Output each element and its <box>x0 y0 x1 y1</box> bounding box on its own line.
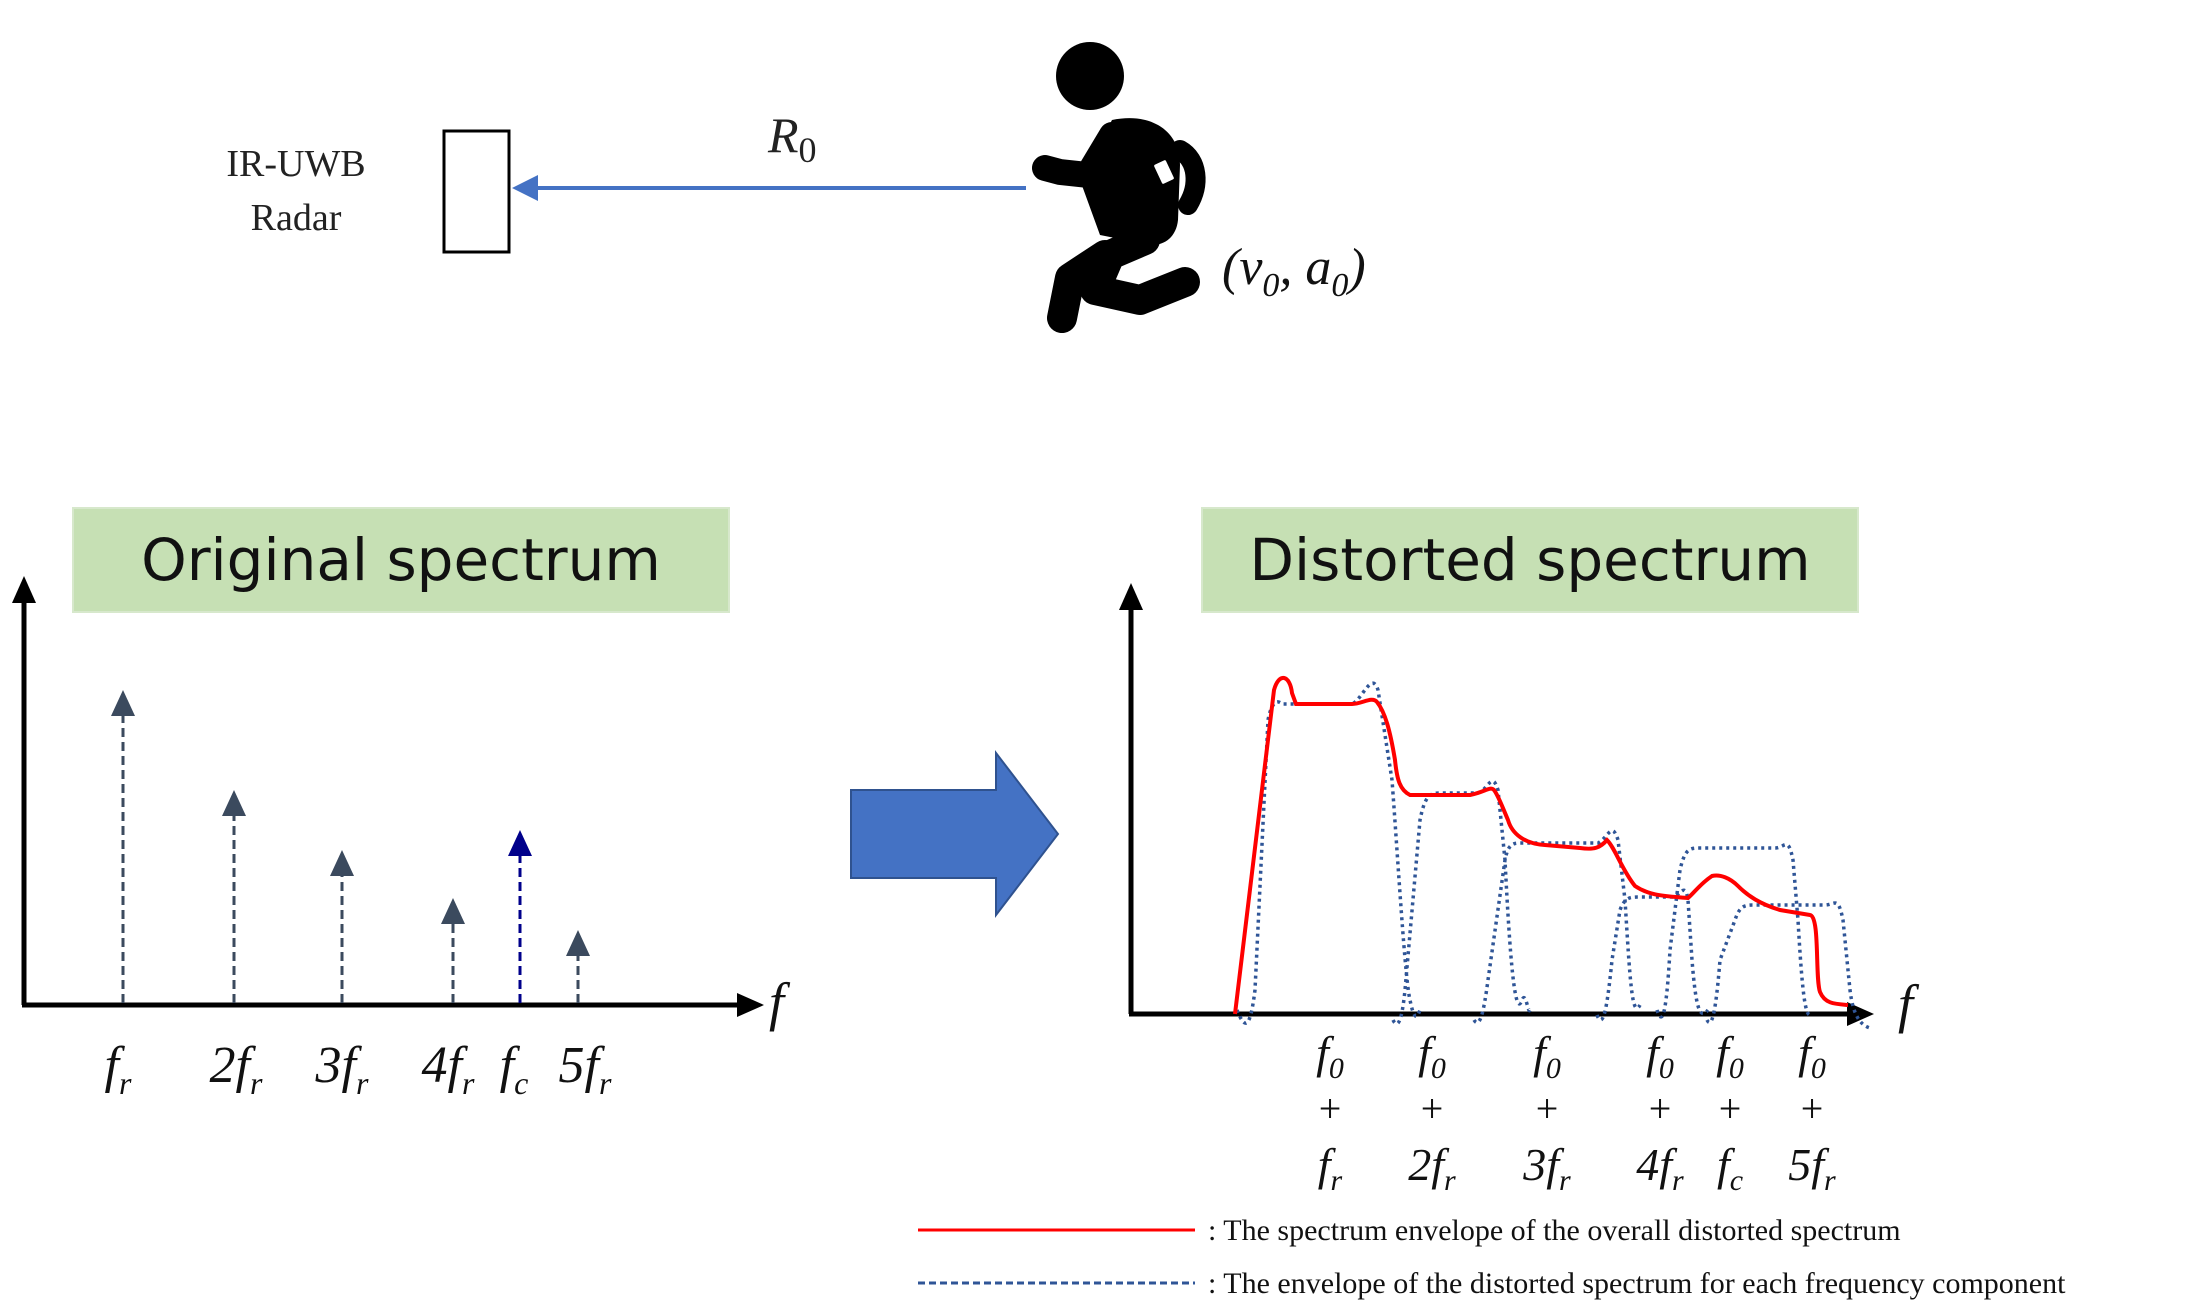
svg-text:f0: f0 <box>1646 1027 1674 1085</box>
original-x-arrowhead <box>737 993 764 1017</box>
svg-text:f0: f0 <box>1798 1027 1826 1085</box>
range-arrow-head <box>512 175 538 201</box>
distorted-title-box <box>1201 507 1859 613</box>
distorted-tick-label-1: f0+ fr <box>1316 1027 1344 1197</box>
svg-text:f0: f0 <box>1533 1027 1561 1085</box>
original-tick-label-3: 3fr <box>315 1037 369 1101</box>
svg-text:f0: f0 <box>1716 1027 1744 1085</box>
original-stem-head-1 <box>111 690 135 716</box>
legend-dashed-label: : The envelope of the distorted spectrum… <box>1208 1267 2066 1300</box>
original-tick-label-6: 5fr <box>559 1037 612 1101</box>
original-stem-head-2 <box>222 790 246 816</box>
transition-arrow <box>850 750 1060 918</box>
original-stem-head-5 <box>508 830 532 856</box>
original-title: Original spectrum <box>141 526 661 594</box>
legend-solid-label: : The spectrum envelope of the overall d… <box>1208 1214 1901 1247</box>
component-envelope-curve <box>1235 681 1871 1030</box>
original-title-box <box>72 507 730 613</box>
svg-text:4fr: 4fr <box>1636 1139 1684 1197</box>
original-tick-labels: fr 2fr 3fr 4fr fc 5fr <box>105 1037 612 1101</box>
svg-text:3fr: 3fr <box>1522 1139 1571 1197</box>
radar-label-line1: IR-UWB <box>226 143 365 185</box>
distorted-y-arrowhead <box>1119 583 1143 610</box>
overall-envelope-curve <box>1233 676 1849 1015</box>
original-stems <box>111 690 590 1003</box>
distorted-axis-label: f <box>1898 974 1920 1034</box>
svg-text:2fr: 2fr <box>1408 1139 1456 1197</box>
original-stem-head-6 <box>566 930 590 956</box>
original-tick-label-4: 4fr <box>422 1037 475 1101</box>
original-stem-head-3 <box>330 850 354 876</box>
svg-text:f0: f0 <box>1418 1027 1446 1085</box>
original-tick-label-2: 2fr <box>210 1037 263 1101</box>
svg-text:+: + <box>1649 1086 1672 1131</box>
svg-text:fc: fc <box>1717 1139 1743 1197</box>
original-axis-label: f <box>769 972 791 1032</box>
distorted-tick-label-6: f0+5fr <box>1788 1027 1836 1197</box>
original-stem-head-4 <box>441 898 465 924</box>
distorted-tick-label-2: f0+2fr <box>1408 1027 1456 1197</box>
svg-text:5fr: 5fr <box>1788 1139 1836 1197</box>
target-state-label: (v0, a0) <box>1222 239 1366 304</box>
svg-text:+: + <box>1801 1086 1824 1131</box>
original-tick-label-1: fr <box>105 1037 132 1101</box>
distorted-x-arrowhead <box>1847 1002 1874 1026</box>
range-label: R0 <box>767 107 817 170</box>
radar-label-line2: Radar <box>251 197 342 239</box>
svg-text:+: + <box>1719 1086 1742 1131</box>
distorted-tick-label-4: f0+4fr <box>1636 1027 1684 1197</box>
distorted-tick-label-3: f0+3fr <box>1522 1027 1571 1197</box>
svg-text:fr: fr <box>1318 1139 1343 1197</box>
radar-box <box>442 129 511 254</box>
svg-text:+: + <box>1536 1086 1559 1131</box>
runner-icon <box>1032 42 1206 333</box>
original-tick-label-5: fc <box>500 1037 529 1101</box>
svg-text:+: + <box>1421 1086 1444 1131</box>
svg-text:+: + <box>1319 1086 1342 1131</box>
original-y-arrowhead <box>12 576 36 603</box>
svg-text:f0: f0 <box>1316 1027 1344 1085</box>
distorted-title: Distorted spectrum <box>1249 526 1810 594</box>
distorted-tick-label-5: f0+ fc <box>1716 1027 1744 1197</box>
